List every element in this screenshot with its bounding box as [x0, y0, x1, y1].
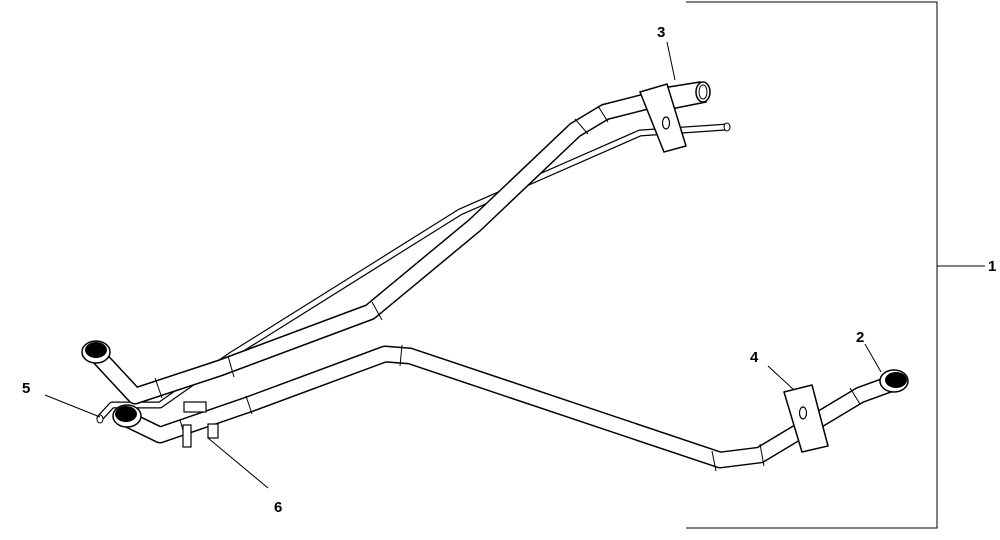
- leader-lines: [44, 41, 882, 489]
- callout-2: 2: [856, 329, 864, 346]
- callout-1: 1: [988, 258, 996, 275]
- left-lower-hose-end: [112, 404, 142, 428]
- assembly-bracket-frame: [686, 1, 938, 529]
- top-clamp-bracket: [638, 83, 687, 153]
- callout-3: 3: [657, 24, 665, 41]
- callout-6: 6: [274, 499, 282, 516]
- callout-4: 4: [750, 349, 759, 366]
- bracket-clamp: [783, 384, 829, 453]
- callout-5: 5: [22, 380, 30, 397]
- upper-pipe: [87, 89, 669, 405]
- right-hose-end: [879, 369, 909, 393]
- left-upper-hose-end: [81, 340, 111, 364]
- lower-bracket: [182, 401, 219, 448]
